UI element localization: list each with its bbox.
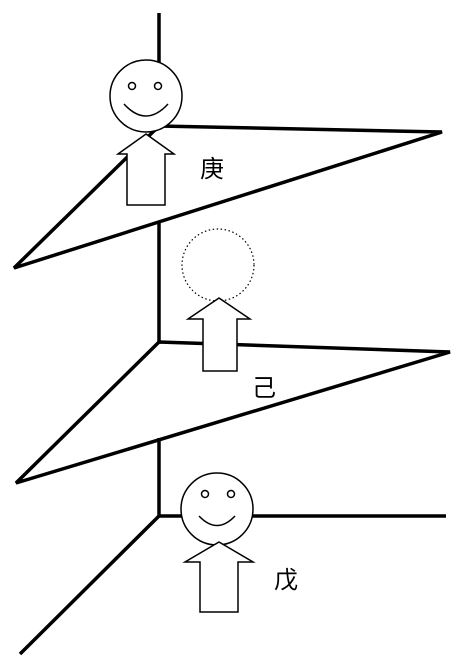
label-bottom: 戊 xyxy=(274,566,298,594)
middle-triangle-plane xyxy=(14,340,451,485)
bottom-person-right-eye xyxy=(226,489,236,499)
top-person-mouth xyxy=(123,103,169,117)
bottom-person-head xyxy=(180,472,254,546)
top-arrow xyxy=(115,133,177,206)
middle-arrow xyxy=(185,297,253,372)
bottom-person-mouth xyxy=(198,515,236,527)
top-person-right-eye xyxy=(153,81,163,91)
middle-dotted-head xyxy=(181,228,255,302)
label-top: 庚 xyxy=(200,155,224,183)
bottom-plane-edge-left xyxy=(18,514,161,656)
bottom-person-left-eye xyxy=(200,489,210,499)
upper-triangle-plane xyxy=(12,124,443,270)
top-person-left-eye xyxy=(127,81,137,91)
bottom-arrow xyxy=(182,541,256,613)
top-person-head xyxy=(109,59,183,133)
label-middle: 己 xyxy=(252,374,276,402)
